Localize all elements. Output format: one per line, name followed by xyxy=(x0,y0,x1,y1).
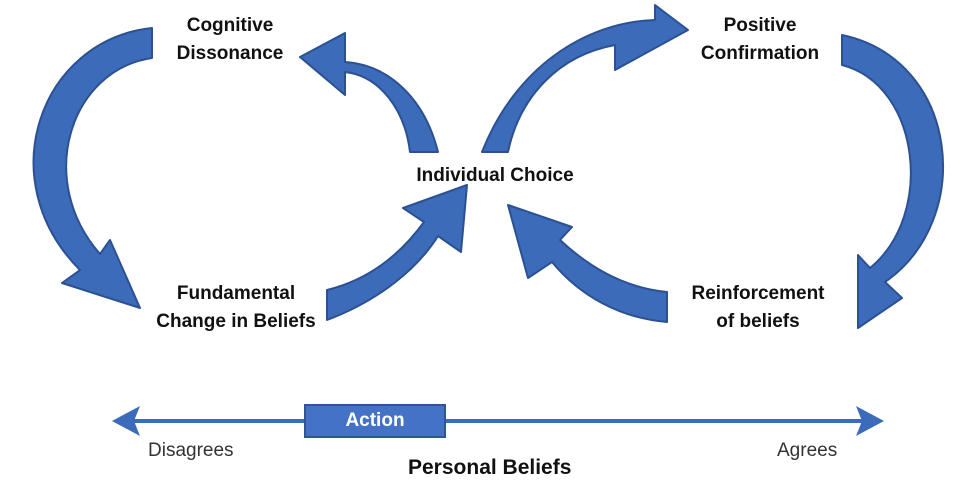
node-reinforcement-line2: of beliefs xyxy=(716,311,800,332)
scale-right-label: Agrees xyxy=(777,440,838,461)
arrow-confirmation-to-reinforcement xyxy=(841,34,944,329)
scale-right-arrowhead xyxy=(856,406,884,436)
arrow-choice-to-confirmation xyxy=(481,4,689,153)
arrow-change-to-choice xyxy=(326,184,468,321)
scale-left-label: Disagrees xyxy=(148,440,234,461)
node-fundamental-change-line2: Change in Beliefs xyxy=(156,311,316,332)
node-cognitive-dissonance: Cognitive Dissonance xyxy=(160,12,300,68)
arrow-choice-to-dissonance xyxy=(299,32,439,153)
scale-left-arrowhead xyxy=(112,406,140,436)
node-fundamental-change: Fundamental Change in Beliefs xyxy=(140,280,332,336)
node-positive-confirmation: Positive Confirmation xyxy=(685,12,835,68)
node-positive-confirmation-line2: Confirmation xyxy=(700,43,820,64)
arrow-reinforcement-to-choice xyxy=(507,204,668,323)
node-individual-choice-text: Individual Choice xyxy=(416,165,574,186)
action-marker: Action xyxy=(304,404,446,438)
action-marker-label: Action xyxy=(345,410,405,431)
node-fundamental-change-line1: Fundamental xyxy=(176,283,296,304)
arrow-dissonance-to-change xyxy=(32,27,153,309)
node-reinforcement: Reinforcement of beliefs xyxy=(672,280,844,336)
scale-title: Personal Beliefs xyxy=(408,456,572,479)
node-reinforcement-line1: Reinforcement xyxy=(691,283,825,304)
node-cognitive-dissonance-line1: Cognitive xyxy=(186,15,274,36)
node-positive-confirmation-line1: Positive xyxy=(723,15,797,36)
node-cognitive-dissonance-line2: Dissonance xyxy=(176,43,284,64)
node-individual-choice: Individual Choice xyxy=(400,162,590,190)
